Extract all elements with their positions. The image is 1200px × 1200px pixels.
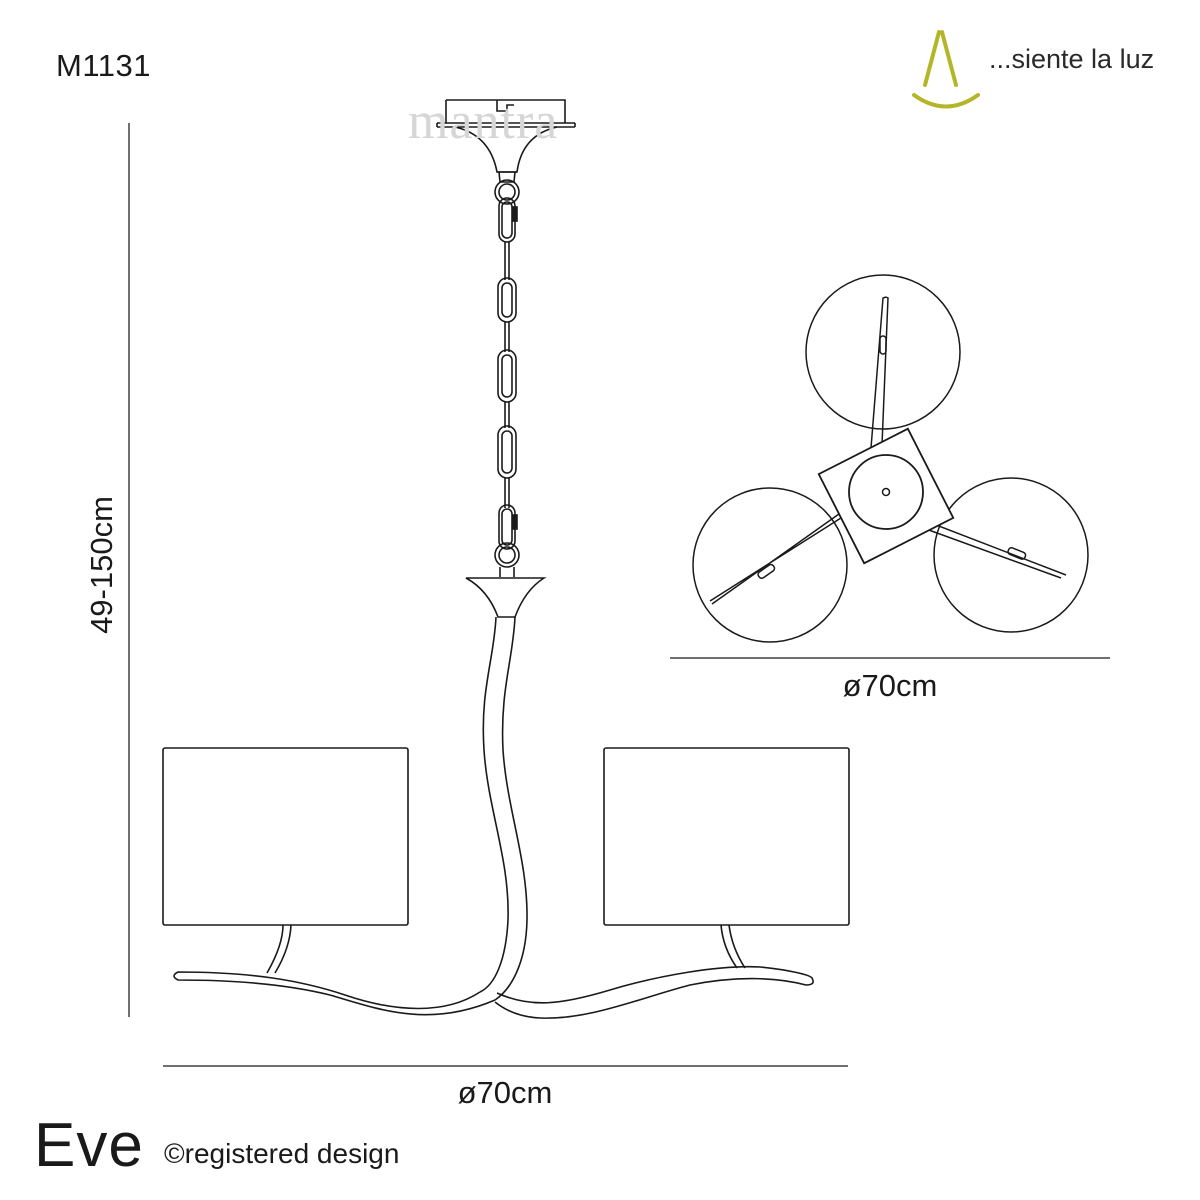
copyright-note: ©registered design: [164, 1138, 400, 1169]
brand-logo-icon: [912, 30, 980, 109]
product-name: Eve: [34, 1111, 144, 1180]
right-arm: [494, 965, 814, 1019]
top-width-dimension-label: ø70cm: [842, 668, 938, 703]
central-stem: [479, 616, 509, 993]
top-shade-left: [692, 487, 848, 643]
body-cup: [465, 577, 547, 618]
left-shade: [162, 747, 409, 926]
left-arm: [173, 971, 496, 1016]
suspension-chain: [494, 179, 520, 577]
ceiling-plate: [445, 99, 566, 123]
right-shade: [603, 747, 850, 926]
height-dimension-label: 49-150cm: [84, 496, 119, 634]
top-shade-right: [933, 477, 1089, 633]
side-width-dimension-label: ø70cm: [457, 1075, 553, 1110]
top-plan: [692, 274, 1089, 643]
side-elevation: [162, 99, 850, 1019]
brand-tagline: ...siente la luz: [989, 44, 1155, 74]
model-code: M1131: [56, 48, 151, 83]
watermark-text: mantra: [408, 93, 559, 150]
